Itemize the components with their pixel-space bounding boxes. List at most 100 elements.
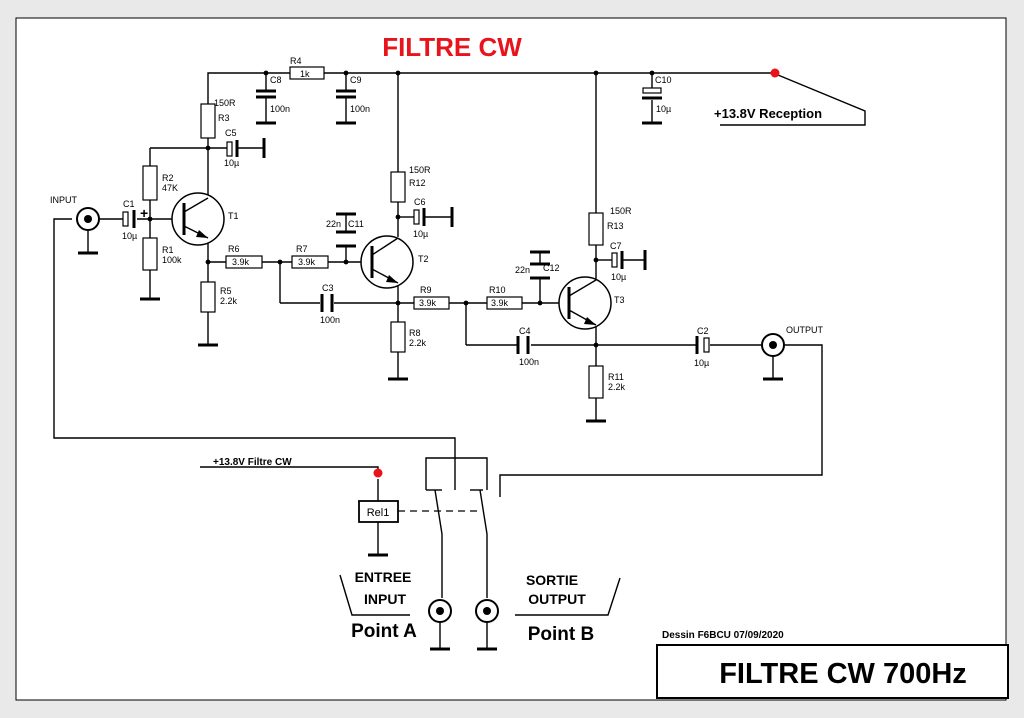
point-b-connector [475,599,499,623]
r2-name: R2 [162,173,174,183]
c8-name: C8 [270,75,282,85]
c4-value: 100n [519,357,539,367]
c1-polarity-mark: + [140,205,148,221]
output-connector [761,333,785,357]
c7-value: 10µ [611,272,626,282]
relay-label: Rel1 [367,507,390,519]
supply-filter-label: +13.8V Filtre CW [213,457,292,468]
c9-name: C9 [350,75,362,85]
t2-label: T2 [418,254,429,264]
r9-name: R9 [420,285,432,295]
resistor-r2 [142,165,158,201]
wires [53,72,866,648]
r9-value: 3.9k [419,298,437,308]
r5-name: R5 [220,286,232,296]
supply-reception-dot [770,68,780,78]
point-b-label: Point B [528,624,595,645]
r3-name: R3 [218,113,230,123]
t1-label: T1 [228,211,239,221]
r13-name: R13 [607,221,624,231]
r1-value: 100k [162,255,182,265]
r8-value: 2.2k [409,338,427,348]
r3-value: 150R [214,98,236,108]
c2-value: 10µ [694,358,709,368]
c12-value: 22n [515,265,530,275]
c3-name: C3 [322,283,334,293]
r4-name: R4 [290,56,302,66]
r12-value: 150R [409,165,431,175]
resistor-r11 [588,365,604,399]
resistor-r6 [225,255,263,269]
r10-value: 3.9k [491,298,509,308]
c1-name: C1 [123,199,135,209]
resistor-r10 [486,296,523,310]
r2-value: 47K [162,183,178,193]
c11-name: C11 [348,219,364,229]
transistor-t2: T2 [360,235,429,289]
c11-value: 22n [326,219,341,229]
r11-name: R11 [608,372,624,382]
r13-value: 150R [610,206,632,216]
entree-label: ENTREE [355,569,412,585]
transistor-t3: T3 [558,276,625,330]
resistor-r5 [200,281,216,313]
junctions [147,70,655,348]
resistor-r1 [142,237,158,271]
title-box-text: FILTRE CW 700Hz [719,658,967,690]
c9-value: 100n [350,104,370,114]
c8-value: 100n [270,104,290,114]
r6-value: 3.9k [232,257,250,267]
r5-value: 2.2k [220,296,238,306]
sortie-sub-label: OUTPUT [528,591,586,607]
r12-name: R12 [409,178,426,188]
relay-coil [358,500,399,523]
r11-value: 2.2k [608,382,626,392]
r8-name: R8 [409,328,421,338]
r7-value: 3.9k [298,257,316,267]
author-note: Dessin F6BCU 07/09/2020 [662,630,784,641]
c4-name: C4 [519,326,531,336]
c6-value: 10µ [413,229,428,239]
c10-name: C10 [655,75,672,85]
c6-name: C6 [414,197,426,207]
c1-value: 10µ [122,231,137,241]
r10-name: R10 [489,285,506,295]
output-label: OUTPUT [786,325,824,335]
transistors: T1 T2 T3 [171,192,625,330]
resistor-r12 [390,171,406,203]
transistor-t1: T1 [171,192,239,246]
sortie-label: SORTIE [526,572,578,588]
input-connector [76,207,100,231]
point-a-label: Point A [351,621,417,642]
c5-name: C5 [225,128,237,138]
capacitors: C8 100n C9 100n C10 10µ C5 10µ + C1 10µ … [122,75,710,368]
paper-frame [15,17,1007,701]
r6-name: R6 [228,244,240,254]
supply-reception-label: +13.8V Reception [714,106,822,121]
resistor-r4 [289,66,325,80]
r1-name: R1 [162,245,174,255]
c5-value: 10µ [224,158,239,168]
resistor-r13 [588,212,604,246]
resistors: 150R R3 R4 1k R2 47K R1 100k R5 2.2k R6 … [142,56,632,399]
point-a-connector [428,599,452,623]
supply-filter-dot [373,468,383,478]
resistor-r7 [291,255,329,269]
c3-value: 100n [320,315,340,325]
diagram-title: FILTRE CW [382,32,522,62]
title-box [656,644,1009,699]
resistor-r3 [200,103,216,139]
c12-name: C12 [543,263,560,273]
resistor-r9 [413,296,450,310]
c10-value: 10µ [656,104,671,114]
t3-label: T3 [614,295,625,305]
r7-name: R7 [296,244,308,254]
c7-name: C7 [610,241,622,251]
c2-name: C2 [697,326,709,336]
r4-value: 1k [300,69,310,79]
resistor-r8 [390,321,406,353]
input-label: INPUT [50,195,78,205]
entree-sub-label: INPUT [364,591,406,607]
